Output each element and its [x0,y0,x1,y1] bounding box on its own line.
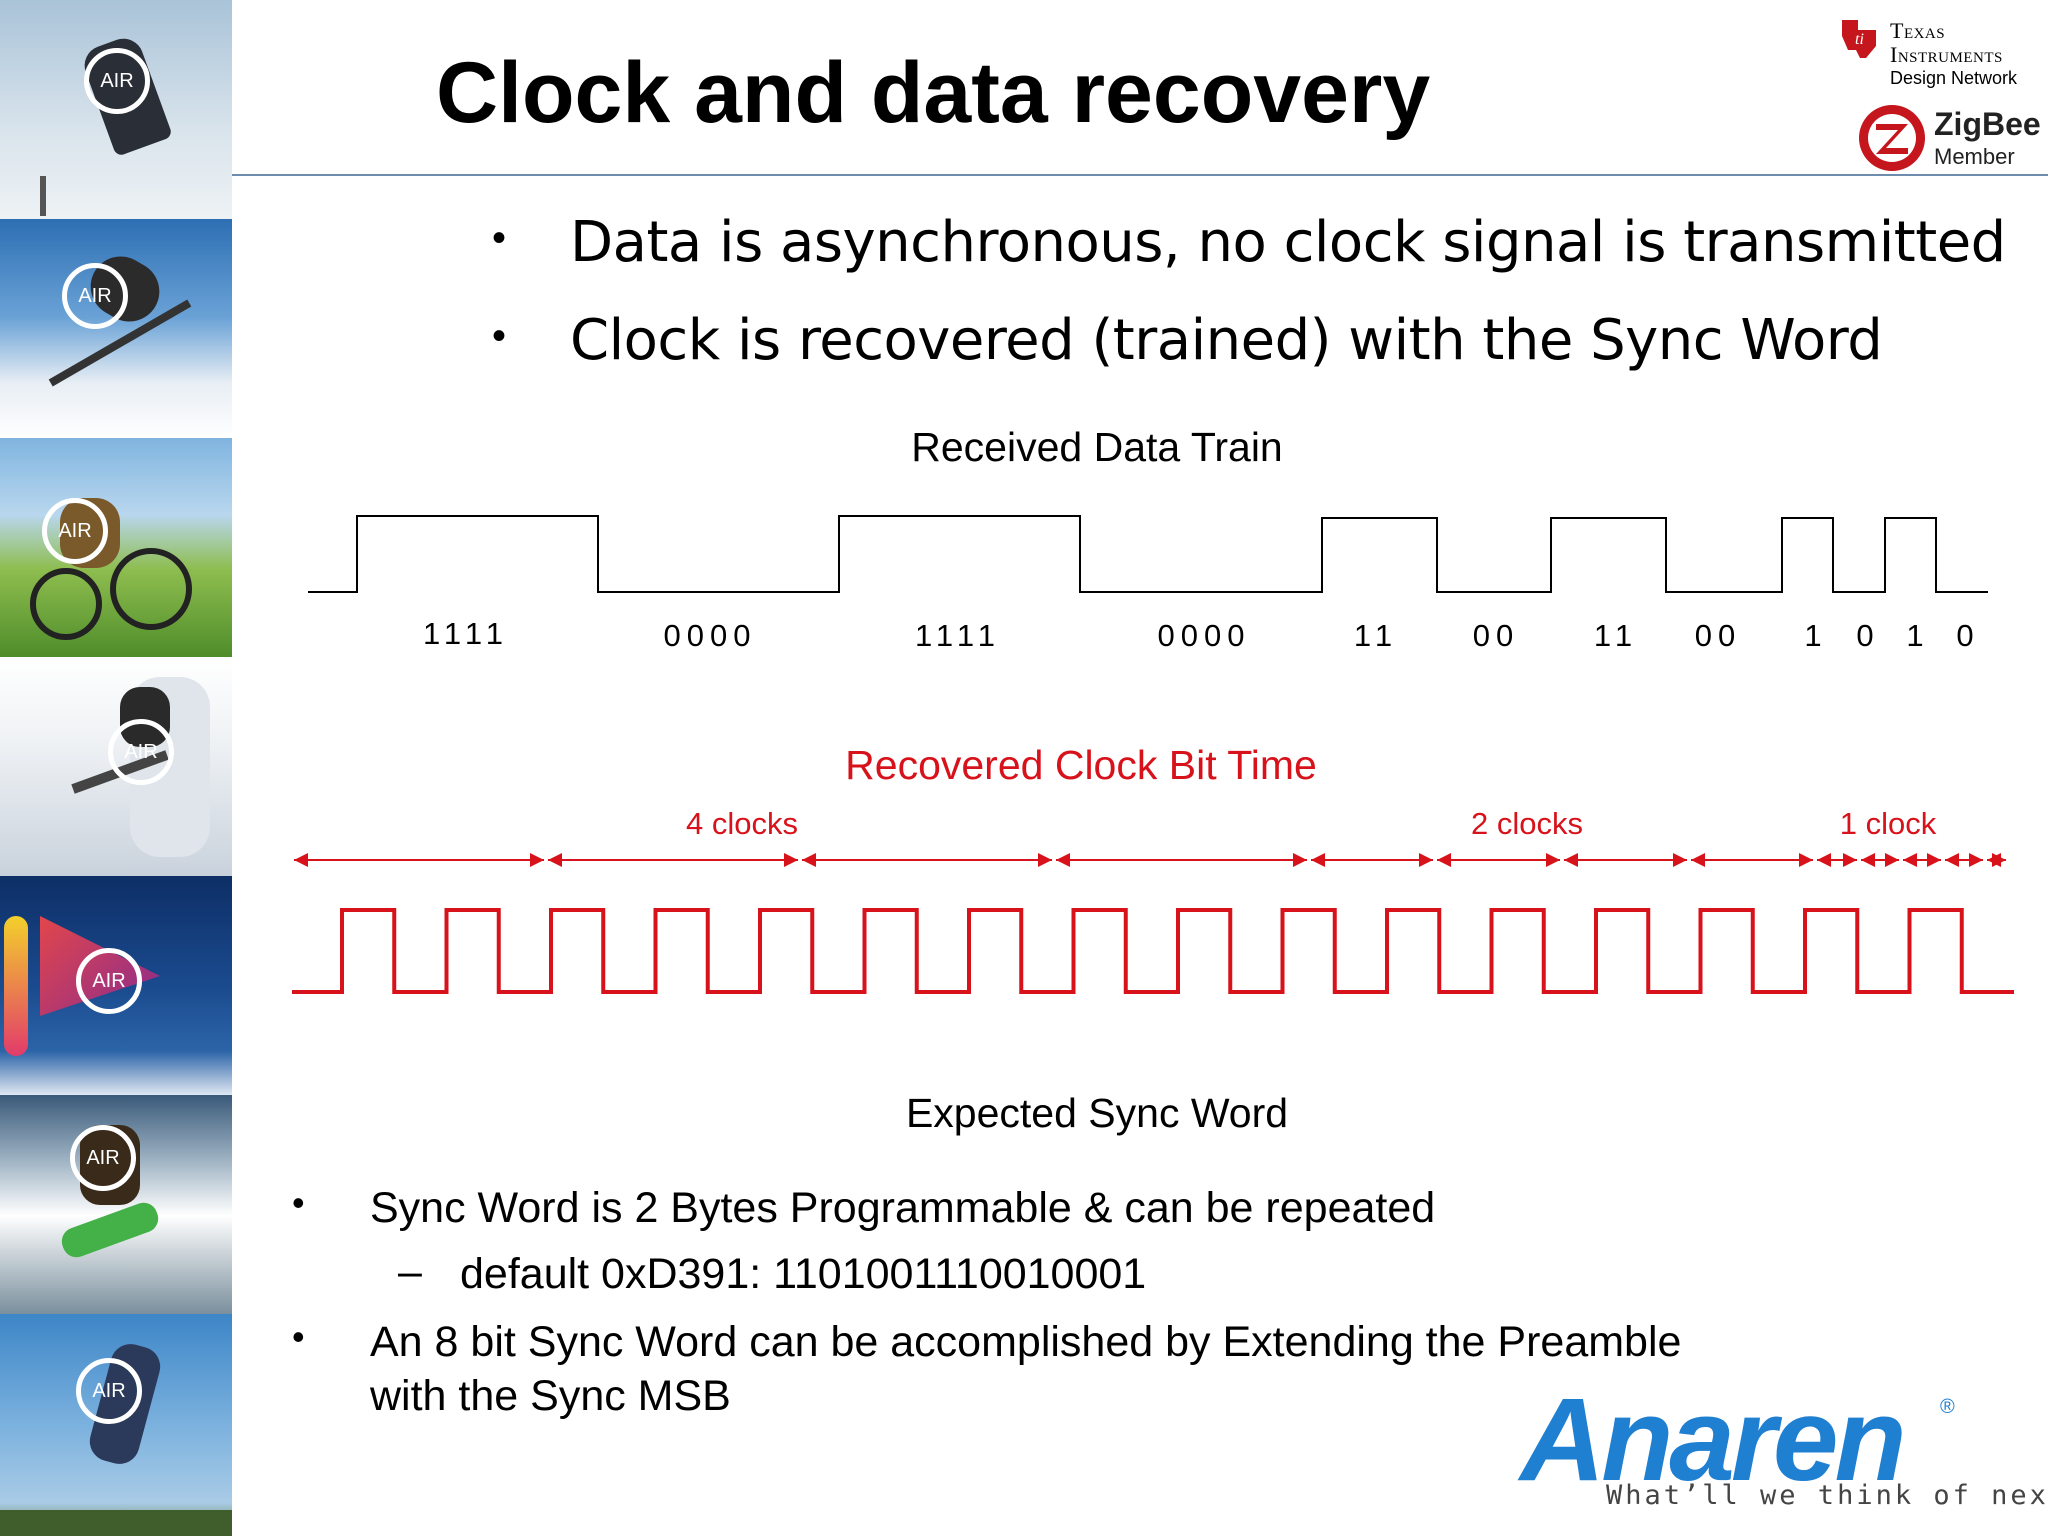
air-badge: AIR [108,719,174,785]
texas-instruments-logo: ti Texas Instruments Design Network [1836,16,2036,94]
skateboarder-photo: AIR [0,0,232,219]
clock-square-wave [292,908,2014,994]
inline-skater-photo: AIR [0,1314,232,1536]
air-badge: AIR [84,48,150,114]
ti-name-line1: Texas [1890,18,1946,43]
ti-design-network: Design Network [1890,68,2018,88]
anaren-tagline: What’ll we think of next? [1606,1480,2048,1511]
bit-group: 00 [1472,618,1520,653]
anaren-logo: Anaren ® What’ll we think of next? [1520,1372,2048,1532]
zigbee-member-text: Member [1934,144,2015,169]
four-clocks-label: 4 clocks [686,806,798,841]
zigbee-name: ZigBee [1934,106,2041,142]
air-badge: AIR [62,263,128,329]
bit-group: 00 [1694,618,1742,653]
air-badge: AIR [70,1125,136,1191]
bit-group: 1111 [914,618,1002,653]
bit-group: 1 [1804,618,1828,653]
registered-mark: ® [1940,1396,1955,1418]
bottom-bullet-2-line2: with the Sync MSB [370,1372,731,1420]
air-badge-text: AIR [100,69,134,92]
title-divider [232,174,2048,176]
bit-group: 0 [1856,618,1880,653]
bullet-dot: • [292,1316,305,1357]
bit-group: 1 [1906,618,1930,653]
bit-group: 11 [1593,618,1639,653]
svg-text:ti: ti [1855,31,1864,48]
air-badge-text: AIR [86,1146,120,1169]
zigbee-member-logo: ZigBee Member [1856,102,2041,176]
skier-photo: AIR [0,219,232,438]
one-clock-label: 1 clock [1839,806,1937,841]
data-train-line [308,515,1988,593]
two-clocks-label: 2 clocks [1471,806,1583,841]
sync-default-value: default 0xD391: 1101001110010001 [460,1250,1147,1298]
bottom-bullet-2-line1: An 8 bit Sync Word can be accomplished b… [370,1318,1682,1366]
ti-name-line2: Instruments [1890,42,2003,67]
sidebar-photo-strip: AIR AIR AIR AIR AIR AIR AIR [0,0,232,1536]
bit-group: 0000 [1157,618,1251,653]
air-badge: AIR [42,498,108,564]
top-bullet-1: Data is asynchronous, no clock signal is… [570,210,2006,275]
air-badge-text: AIR [124,740,158,763]
received-data-train-label: Received Data Train [911,424,1283,470]
bottom-bullet-1: Sync Word is 2 Bytes Programmable & can … [370,1184,1436,1232]
bit-group: 0 [1956,618,1980,653]
air-badge-text: AIR [78,284,112,307]
air-badge-text: AIR [92,1379,126,1402]
bit-group: 11 [1353,618,1399,653]
wakeboarder-photo: AIR [0,1095,232,1314]
expected-sync-word-label: Expected Sync Word [905,1090,1289,1136]
air-badge: AIR [76,1358,142,1424]
top-bullet-2: Clock is recovered (trained) with the Sy… [570,308,1883,373]
bullet-dot: • [292,1182,305,1223]
windsurfer-photo: AIR [0,876,232,1095]
air-badge: AIR [76,948,142,1014]
slide-title: Clock and data recovery [436,45,1431,141]
anaren-wordmark: Anaren [1520,1374,1907,1506]
ti-state-icon: ti [1842,20,1876,58]
snowboarder-photo: AIR [0,657,232,876]
air-badge-text: AIR [92,969,126,992]
sub-bullet-dash: – [398,1248,422,1296]
air-badge-text: AIR [58,519,92,542]
bullet-dot: • [492,216,507,260]
bit-group: 0000 [663,618,757,653]
bit-group: 1111 [422,616,510,651]
bullet-dot: • [492,314,507,358]
cyclist-photo: AIR [0,438,232,657]
recovered-clock-label: Recovered Clock Bit Time [845,742,1317,788]
zigbee-z-icon [1859,105,1925,171]
